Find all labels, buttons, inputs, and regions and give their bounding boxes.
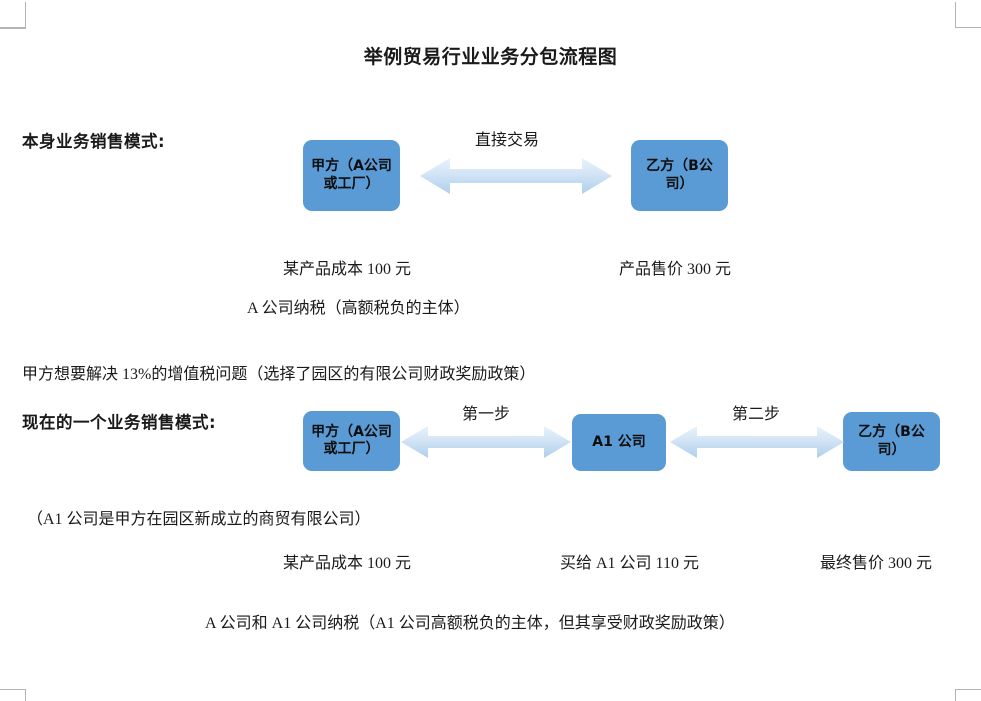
caption-final-price-row2: 最终售价 300 元 — [820, 555, 933, 572]
double-arrow-direct-trade — [420, 156, 612, 196]
arrow-label-step-one: 第一步 — [461, 406, 510, 423]
caption-price-row1: 产品售价 300 元 — [619, 261, 732, 278]
caption-sell-to-a1-row2: 买给 A1 公司 110 元 — [560, 555, 699, 572]
page-margin-mark-top-left — [0, 2, 26, 29]
caption-cost-row2: 某产品成本 100 元 — [283, 555, 412, 572]
transition-note: 甲方想要解决 13%的增值税问题（选择了园区的有限公司财政奖励政策） — [22, 366, 536, 383]
node-a1-company-row2: A1 公司 — [572, 414, 666, 471]
note-tax-row1: A 公司纳税（高额税负的主体） — [247, 300, 470, 317]
page-margin-mark-bottom-left — [0, 675, 26, 701]
section-two-heading: 现在的一个业务销售模式: — [22, 413, 217, 432]
page-margin-mark-bottom-right — [955, 675, 981, 701]
section-one-heading: 本身业务销售模式: — [22, 132, 166, 151]
page-title: 举例贸易行业业务分包流程图 — [363, 47, 618, 68]
page-margin-mark-top-right — [955, 2, 981, 28]
double-arrow-step-one — [401, 424, 571, 460]
arrow-label-direct-trade: 直接交易 — [474, 132, 539, 149]
node-party-b-row1: 乙方（B公司） — [631, 140, 728, 211]
double-arrow-step-two — [670, 424, 844, 460]
node-party-a-row1: 甲方（A公司或工厂） — [303, 140, 400, 211]
note-tax-row2: A 公司和 A1 公司纳税（A1 公司高额税负的主体，但其享受财政奖励政策） — [205, 615, 735, 632]
node-party-b-row2: 乙方（B公司） — [843, 412, 940, 471]
node-party-a-row2: 甲方（A公司或工厂） — [303, 411, 400, 471]
arrow-label-step-two: 第二步 — [731, 406, 780, 423]
caption-cost-row1: 某产品成本 100 元 — [283, 261, 412, 278]
subnote-a1-company: （A1 公司是甲方在园区新成立的商贸有限公司） — [27, 511, 371, 528]
